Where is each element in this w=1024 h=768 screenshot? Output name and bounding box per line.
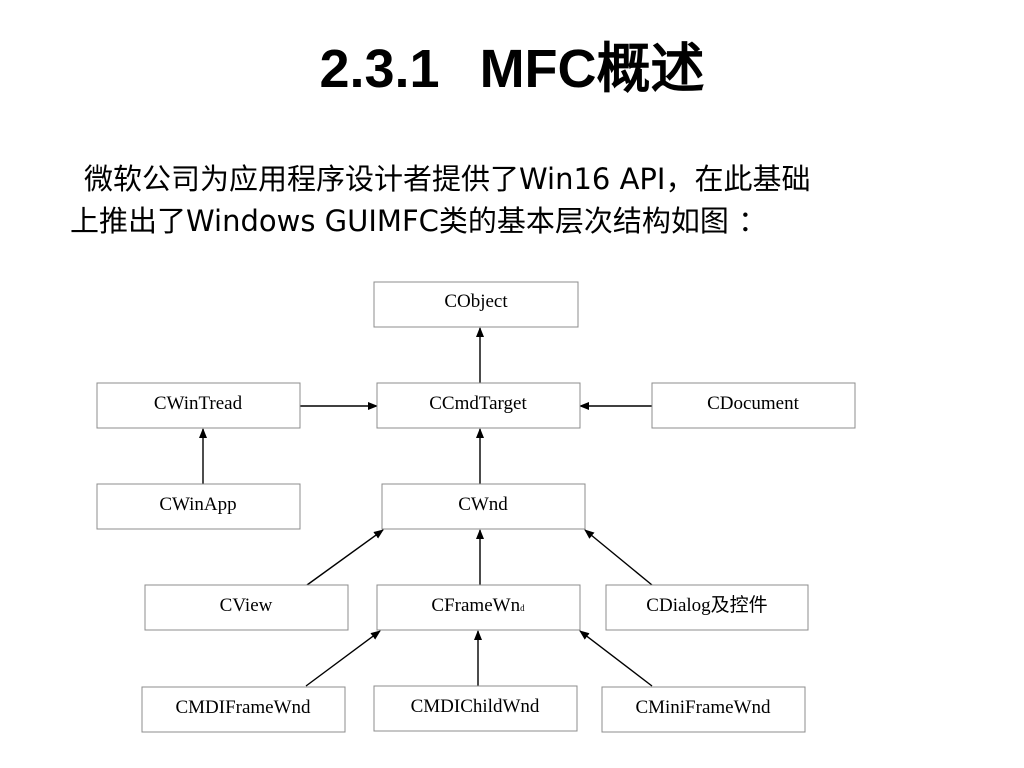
node-cwintread-label: CWinTread [154, 393, 243, 414]
edge-cmdiframewnd-cframewnd [305, 630, 381, 687]
node-cwnd: CWnd [381, 483, 586, 530]
node-cwnd-label: CWnd [458, 494, 508, 515]
node-cdialog-label: CDialog及控件 [646, 594, 767, 616]
node-cdialog: CDialog及控件 [605, 584, 809, 631]
node-cmdichildwnd: CMDIChildWnd [373, 685, 578, 732]
node-cmdiframewnd-label: CMDIFrameWnd [175, 697, 311, 718]
node-cwintread: CWinTread [96, 382, 301, 429]
intro-paragraph: 微软公司为应用程序设计者提供了Win16 API，在此基础 上推出了Window… [70, 158, 950, 242]
node-cobject: CObject [373, 281, 579, 328]
node-ccmdtarget: CCmdTarget [376, 382, 581, 429]
node-cobject-label: CObject [444, 291, 508, 312]
node-cview: CView [144, 584, 349, 631]
node-cwinapp: CWinApp [96, 483, 301, 530]
node-cdocument-label: CDocument [707, 393, 800, 414]
node-cwinapp-label: CWinApp [159, 494, 236, 515]
node-cminiframewnd-label: CMiniFrameWnd [635, 697, 771, 718]
node-cmdiframewnd: CMDIFrameWnd [141, 686, 346, 733]
node-cminiframewnd: CMiniFrameWnd [601, 686, 806, 733]
intro-line-1: 微软公司为应用程序设计者提供了Win16 API，在此基础 [84, 162, 811, 196]
node-cdocument: CDocument [651, 382, 856, 429]
title-number: 2.3.1 [319, 39, 440, 99]
node-ccmdtarget-label: CCmdTarget [429, 393, 527, 414]
slide-title: 2.3.1 MFC概述 [0, 39, 1024, 99]
intro-line-2: 上推出了Windows GUIMFC类的基本层次结构如图 ： [70, 204, 768, 238]
edge-cview-cwnd [306, 529, 384, 586]
edge-cminiframewnd-cframewnd [579, 630, 653, 687]
node-cmdichildwnd-label: CMDIChildWnd [411, 696, 540, 717]
node-cframewnd-label: CFrameWnd [431, 595, 525, 616]
title-text: MFC概述 [479, 39, 705, 99]
node-cframewnd-label-main: CFrameWn [431, 595, 520, 616]
edge-cdialog-cwnd [584, 529, 653, 586]
node-cview-label: CView [220, 595, 273, 616]
node-cframewnd: CFrameWnd [376, 584, 581, 631]
node-cframewnd-label-sub: d [520, 603, 525, 613]
